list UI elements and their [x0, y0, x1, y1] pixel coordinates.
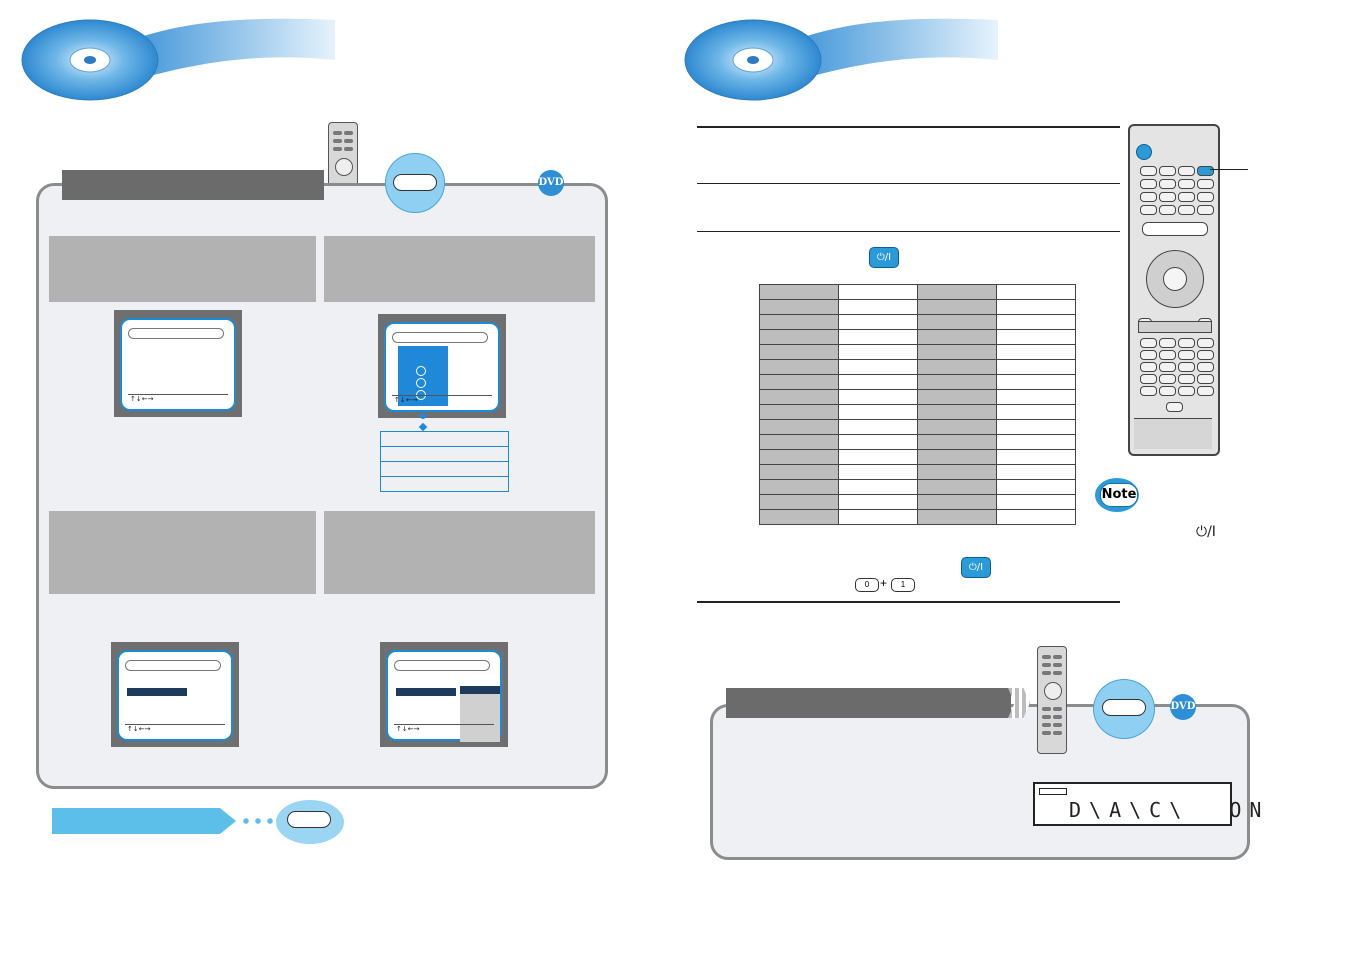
nav-hint: ↑↓←→: [130, 395, 154, 403]
power-button-icon[interactable]: ⏻/I: [961, 557, 991, 578]
remote-control-icon: [1037, 646, 1067, 754]
step-box-1: [49, 236, 316, 302]
power-button-icon[interactable]: ⏻/I: [869, 247, 899, 268]
remote-control-icon: [1128, 124, 1220, 456]
osd-screen-3: ↑↓←→: [111, 642, 239, 747]
nav-hint: ↑↓←→: [396, 725, 420, 733]
setup-button[interactable]: [393, 174, 437, 191]
step-box-2: [324, 236, 595, 302]
osd-screen-4: ↑↓←→: [380, 642, 508, 747]
osd-screen-1: ↑↓←→: [114, 310, 242, 417]
return-arrow: [52, 808, 236, 834]
key-1[interactable]: 1: [891, 578, 915, 592]
disc-film-header-icon: [684, 18, 998, 101]
submenu-list: [460, 686, 500, 742]
note-label: Note: [1100, 483, 1138, 507]
submenu-highlight: [460, 686, 500, 694]
power-button-icon[interactable]: [1136, 144, 1152, 160]
dvd-badge-icon: DVD: [1170, 694, 1196, 720]
return-button[interactable]: [287, 811, 331, 828]
front-display: D\A\C\ ON: [1033, 782, 1261, 826]
menu-highlight: [396, 688, 456, 696]
display-text: D\A\C\ ON: [1069, 798, 1270, 822]
divider: [697, 231, 1120, 232]
nav-hint: ↑↓←→: [394, 396, 418, 404]
divider: [697, 601, 1120, 603]
section-tab: [62, 170, 324, 200]
callout-line: [1210, 169, 1248, 170]
menu-highlight: [127, 688, 187, 696]
divider: [697, 183, 1120, 184]
divider: [697, 126, 1120, 128]
osd-screen-2: ↑↓←→: [378, 314, 506, 418]
step-box-4: [324, 511, 595, 594]
list-bullet-icon: [420, 413, 426, 419]
plus-sign: +: [880, 576, 888, 590]
dimmer-button[interactable]: [1102, 699, 1146, 716]
section-tab: [726, 688, 1011, 718]
dotted-connector: [240, 818, 276, 824]
code-table: [759, 284, 1076, 525]
nav-hint: ↑↓←→: [127, 725, 151, 733]
step-box-3: [49, 511, 316, 594]
disc-film-header-icon: [21, 18, 335, 101]
tab-chevrons: [1008, 688, 1030, 718]
display-indicator: [1039, 788, 1067, 795]
language-table: [380, 431, 509, 492]
key-0[interactable]: 0: [855, 578, 879, 592]
power-symbol-note: ⏻/I: [1196, 524, 1216, 540]
dvd-badge-icon: DVD: [538, 170, 564, 196]
